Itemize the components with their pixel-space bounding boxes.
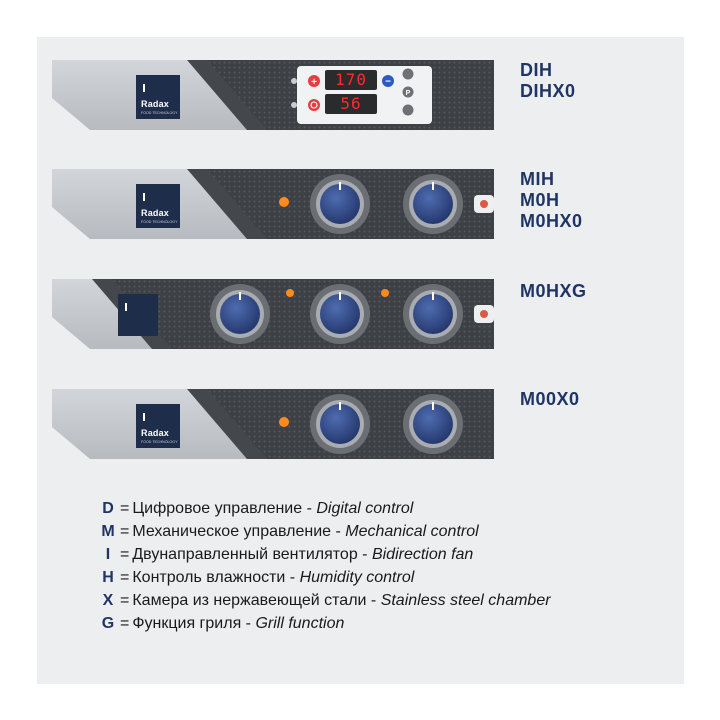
radax-logo: Radax FOOD TECHNOLOGY bbox=[136, 75, 180, 119]
grill-lamp bbox=[286, 289, 294, 297]
timer-knob[interactable] bbox=[413, 404, 453, 444]
program-button[interactable] bbox=[402, 86, 414, 98]
panel-body bbox=[52, 389, 494, 459]
heating-lamp bbox=[279, 197, 289, 207]
panel-body: + − P bbox=[52, 60, 494, 130]
heating-lamp bbox=[279, 417, 289, 427]
temperature-value: 170 bbox=[335, 70, 367, 89]
steam-icon bbox=[480, 310, 488, 318]
legend-row: D=Цифровое управление - Digital control bbox=[102, 500, 414, 517]
radax-logo: Radax FOOD TECHNOLOGY bbox=[136, 184, 180, 228]
control-panel-mechanical-3 bbox=[52, 279, 494, 349]
svg-text:P: P bbox=[406, 90, 411, 97]
power-button[interactable] bbox=[308, 99, 320, 111]
timer-knob[interactable] bbox=[413, 184, 453, 224]
svg-text:+: + bbox=[311, 77, 317, 88]
heating-lamp bbox=[381, 289, 389, 297]
model-labels-digital: DIH DIHX0 bbox=[520, 60, 576, 102]
thermostat-knob[interactable] bbox=[320, 404, 360, 444]
temperature-display: 170 bbox=[325, 70, 377, 90]
model-label: M00X0 bbox=[520, 389, 580, 409]
model-labels-mechanical-2b: M00X0 bbox=[520, 389, 580, 410]
legend-row: X=Камера из нержавеющей стали - Stainles… bbox=[102, 592, 551, 609]
legend-row: H=Контроль влажности - Humidity control bbox=[102, 569, 415, 586]
radax-logo bbox=[118, 294, 158, 336]
page-card bbox=[37, 37, 684, 684]
minus-button[interactable] bbox=[382, 75, 394, 87]
model-label: M0HX0 bbox=[520, 211, 583, 231]
legend: D=Цифровое управление - Digital control … bbox=[100, 497, 551, 635]
model-labels-mechanical-2: MIH M0H M0HX0 bbox=[520, 169, 583, 232]
panel-body bbox=[52, 169, 494, 239]
model-label: DIHX0 bbox=[520, 81, 576, 101]
grill-knob[interactable] bbox=[220, 294, 260, 334]
model-label: MIH bbox=[520, 169, 555, 189]
radax-logo: Radax FOOD TECHNOLOGY bbox=[136, 404, 180, 448]
panel-body bbox=[52, 279, 494, 349]
control-panel-mechanical-2: Radax FOOD TECHNOLOGY bbox=[52, 169, 494, 239]
thermostat-knob[interactable] bbox=[320, 184, 360, 224]
model-label: M0HXG bbox=[520, 281, 587, 301]
timer-knob[interactable] bbox=[413, 294, 453, 334]
humidity-value: 56 bbox=[340, 94, 362, 113]
control-panel-mechanical-2b: Radax FOOD TECHNOLOGY bbox=[52, 389, 494, 459]
legend-row: M=Механическое управление - Mechanical c… bbox=[101, 523, 479, 540]
humidity-display: 56 bbox=[325, 94, 377, 114]
model-label: DIH bbox=[520, 60, 553, 80]
legend-row: I=Двунаправленный вентилятор - Bidirecti… bbox=[105, 546, 474, 563]
legend-row: G=Функция гриля - Grill function bbox=[101, 615, 345, 632]
plus-button[interactable] bbox=[308, 75, 320, 87]
thermostat-knob[interactable] bbox=[320, 294, 360, 334]
control-panel-digital: + − P 170 56 Radax FOOD TECHNOLOGY bbox=[52, 60, 494, 130]
temperature-icon bbox=[291, 78, 297, 84]
model-label: M0H bbox=[520, 190, 560, 210]
model-labels-mechanical-3: M0HXG bbox=[520, 281, 587, 302]
fan-button[interactable] bbox=[402, 104, 414, 116]
steam-button[interactable] bbox=[402, 68, 414, 80]
steam-icon bbox=[480, 200, 488, 208]
svg-text:−: − bbox=[385, 77, 391, 88]
timer-icon bbox=[291, 102, 297, 108]
